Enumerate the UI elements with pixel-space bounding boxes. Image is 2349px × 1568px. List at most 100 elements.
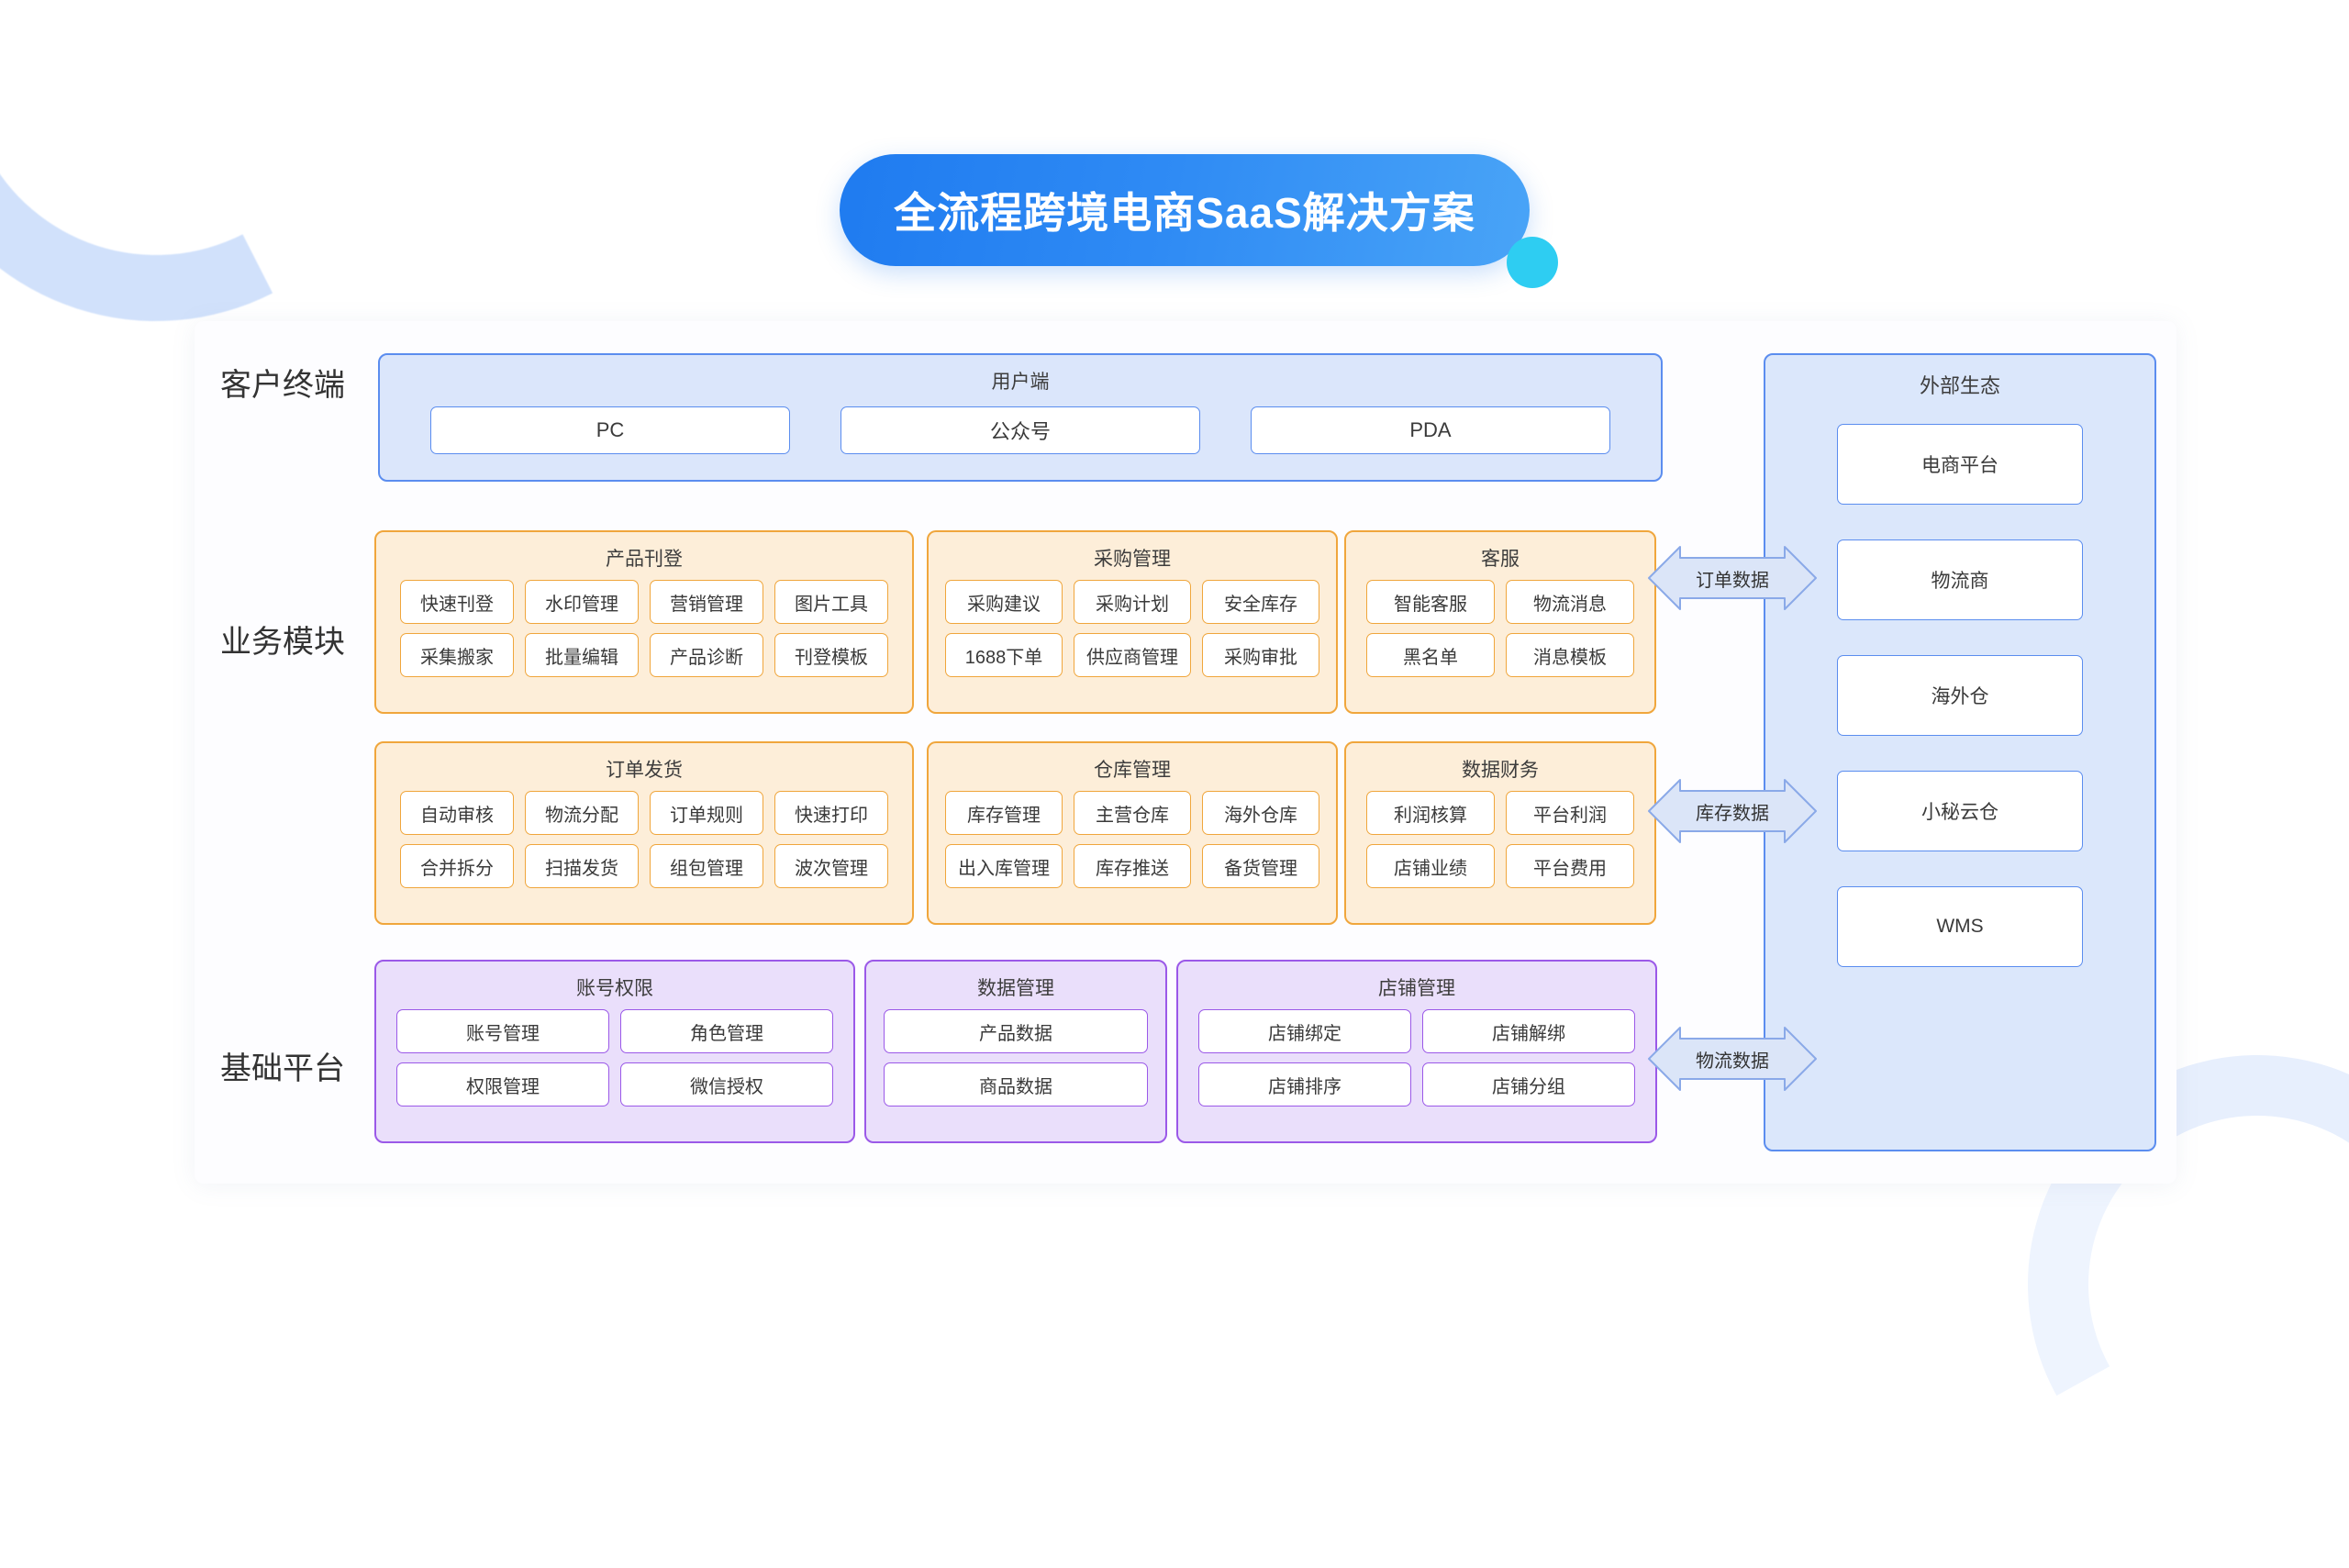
- panel-title-account-permissions: 账号权限: [576, 978, 653, 999]
- chip-batch-edit[interactable]: 批量编辑: [525, 633, 639, 677]
- chip-collect-migrate[interactable]: 采集搬家: [400, 633, 514, 677]
- chip-pda[interactable]: PDA: [1251, 406, 1610, 454]
- chip-package-management[interactable]: 组包管理: [650, 844, 763, 888]
- chip-marketing[interactable]: 营销管理: [650, 580, 763, 624]
- panel-title-order-shipping: 订单发货: [606, 760, 683, 781]
- chip-list-order-shipping: 自动审核 物流分配 订单规则 快速打印 合并拆分 扫描发货 组包管理 波次管理: [376, 791, 912, 901]
- page-title: 全流程跨境电商SaaS解决方案: [894, 189, 1475, 237]
- panel-title-purchase-management: 采购管理: [1094, 549, 1171, 570]
- panel-title-data-management: 数据管理: [977, 978, 1054, 999]
- chip-store-sorting[interactable]: 店铺排序: [1198, 1062, 1411, 1106]
- chip-purchase-advice[interactable]: 采购建议: [945, 580, 1063, 624]
- chip-order-rules[interactable]: 订单规则: [650, 791, 763, 835]
- connector-label-logistics-data: 物流数据: [1696, 1051, 1769, 1072]
- row-label-client-terminal: 客户终端: [220, 368, 345, 403]
- chip-list-external-ecosystem: 电商平台 物流商 海外仓 小秘云仓 WMS: [1765, 407, 2154, 967]
- panel-warehouse-management: 仓库管理 库存管理 主营仓库 海外仓库 出入库管理 库存推送 备货管理: [927, 741, 1338, 925]
- panel-client-terminal: 用户端 PC 公众号 PDA: [378, 353, 1663, 482]
- chip-blacklist[interactable]: 黑名单: [1366, 633, 1495, 677]
- chip-list-client-terminal: PC 公众号 PDA: [380, 403, 1661, 467]
- panel-title-warehouse-management: 仓库管理: [1094, 760, 1171, 781]
- chip-purchase-plan[interactable]: 采购计划: [1074, 580, 1191, 624]
- chip-store-performance[interactable]: 店铺业绩: [1366, 844, 1495, 888]
- connector-logistics-data: 物流数据: [1647, 1026, 1818, 1092]
- panel-title-store-management: 店铺管理: [1378, 978, 1455, 999]
- row-label-business-modules: 业务模块: [220, 625, 345, 660]
- chip-inventory-management[interactable]: 库存管理: [945, 791, 1063, 835]
- chip-logistics-allocation[interactable]: 物流分配: [525, 791, 639, 835]
- chip-message-template[interactable]: 消息模板: [1506, 633, 1634, 677]
- chip-stock-preparation[interactable]: 备货管理: [1202, 844, 1319, 888]
- double-arrow-icon: [1648, 546, 1817, 610]
- chip-list-data-finance: 利润核算 平台利润 店铺业绩 平台费用: [1346, 791, 1654, 901]
- panel-external-ecosystem: 外部生态 电商平台 物流商 海外仓 小秘云仓 WMS: [1764, 353, 2156, 1151]
- chip-logistics-provider[interactable]: 物流商: [1837, 539, 2083, 620]
- chip-xiaomi-cloud-warehouse[interactable]: 小秘云仓: [1837, 771, 2083, 851]
- chip-list-warehouse-management: 库存管理 主营仓库 海外仓库 出入库管理 库存推送 备货管理: [929, 791, 1336, 901]
- title-pill: 全流程跨境电商SaaS解决方案: [840, 154, 1530, 266]
- panel-title-client-terminal: 用户端: [991, 372, 1050, 393]
- double-arrow-icon: [1648, 1027, 1817, 1091]
- chip-permission-management[interactable]: 权限管理: [396, 1062, 609, 1106]
- panel-data-finance: 数据财务 利润核算 平台利润 店铺业绩 平台费用: [1344, 741, 1656, 925]
- chip-official-account[interactable]: 公众号: [841, 406, 1200, 454]
- chip-1688-order[interactable]: 1688下单: [945, 633, 1063, 677]
- chip-supplier-management[interactable]: 供应商管理: [1074, 633, 1191, 677]
- chip-platform-fees[interactable]: 平台费用: [1506, 844, 1634, 888]
- panel-purchase-management: 采购管理 采购建议 采购计划 安全库存 1688下单 供应商管理 采购审批: [927, 530, 1338, 714]
- chip-store-unbinding[interactable]: 店铺解绑: [1422, 1009, 1635, 1053]
- chip-auto-review[interactable]: 自动审核: [400, 791, 514, 835]
- chip-pc[interactable]: PC: [430, 406, 790, 454]
- chip-profit-accounting[interactable]: 利润核算: [1366, 791, 1495, 835]
- panel-title-product-listing: 产品刊登: [606, 549, 683, 570]
- chip-list-purchase-management: 采购建议 采购计划 安全库存 1688下单 供应商管理 采购审批: [929, 580, 1336, 690]
- chip-quick-print[interactable]: 快速打印: [774, 791, 888, 835]
- chip-overseas-warehouse-ext[interactable]: 海外仓: [1837, 655, 2083, 736]
- chip-store-grouping[interactable]: 店铺分组: [1422, 1062, 1635, 1106]
- chip-merge-split[interactable]: 合并拆分: [400, 844, 514, 888]
- chip-store-binding[interactable]: 店铺绑定: [1198, 1009, 1411, 1053]
- chip-wms[interactable]: WMS: [1837, 886, 2083, 967]
- panel-customer-service: 客服 智能客服 物流消息 黑名单 消息模板: [1344, 530, 1656, 714]
- panel-title-customer-service: 客服: [1481, 549, 1520, 570]
- chip-scan-shipping[interactable]: 扫描发货: [525, 844, 639, 888]
- double-arrow-icon: [1648, 779, 1817, 843]
- chip-inventory-push[interactable]: 库存推送: [1074, 844, 1191, 888]
- chip-main-warehouse[interactable]: 主营仓库: [1074, 791, 1191, 835]
- chip-inbound-outbound[interactable]: 出入库管理: [945, 844, 1063, 888]
- chip-image-tools[interactable]: 图片工具: [774, 580, 888, 624]
- chip-list-product-listing: 快速刊登 水印管理 营销管理 图片工具 采集搬家 批量编辑 产品诊断 刊登模板: [376, 580, 912, 690]
- chip-overseas-warehouse[interactable]: 海外仓库: [1202, 791, 1319, 835]
- panel-data-management: 数据管理 产品数据 商品数据: [864, 960, 1167, 1143]
- chip-product-data[interactable]: 产品数据: [884, 1009, 1148, 1053]
- decorative-dot-cyan: [1507, 237, 1558, 288]
- chip-smart-service[interactable]: 智能客服: [1366, 580, 1495, 624]
- chip-account-management[interactable]: 账号管理: [396, 1009, 609, 1053]
- panel-title-data-finance: 数据财务: [1462, 760, 1539, 781]
- chip-logistics-message[interactable]: 物流消息: [1506, 580, 1634, 624]
- panel-account-permissions: 账号权限 账号管理 角色管理 权限管理 微信授权: [374, 960, 855, 1143]
- chip-goods-data[interactable]: 商品数据: [884, 1062, 1148, 1106]
- connector-label-order-data: 订单数据: [1696, 570, 1769, 591]
- chip-wechat-auth[interactable]: 微信授权: [620, 1062, 833, 1106]
- row-label-base-platform: 基础平台: [220, 1051, 345, 1086]
- chip-list-store-management: 店铺绑定 店铺解绑 店铺排序 店铺分组: [1178, 1009, 1655, 1119]
- connector-label-inventory-data: 库存数据: [1696, 803, 1769, 824]
- chip-product-diagnosis[interactable]: 产品诊断: [650, 633, 763, 677]
- chip-watermark[interactable]: 水印管理: [525, 580, 639, 624]
- connector-inventory-data: 库存数据: [1647, 778, 1818, 844]
- chip-wave-management[interactable]: 波次管理: [774, 844, 888, 888]
- panel-product-listing: 产品刊登 快速刊登 水印管理 营销管理 图片工具 采集搬家 批量编辑 产品诊断 …: [374, 530, 914, 714]
- chip-list-data-management: 产品数据 商品数据: [866, 1009, 1165, 1119]
- chip-quick-listing[interactable]: 快速刊登: [400, 580, 514, 624]
- chip-platform-profit[interactable]: 平台利润: [1506, 791, 1634, 835]
- chip-safety-stock[interactable]: 安全库存: [1202, 580, 1319, 624]
- chip-listing-template[interactable]: 刊登模板: [774, 633, 888, 677]
- panel-title-external-ecosystem: 外部生态: [1919, 374, 2000, 397]
- connector-order-data: 订单数据: [1647, 545, 1818, 611]
- title-banner: 全流程跨境电商SaaS解决方案: [0, 147, 2349, 359]
- chip-role-management[interactable]: 角色管理: [620, 1009, 833, 1053]
- chip-ecommerce-platform[interactable]: 电商平台: [1837, 424, 2083, 505]
- chip-purchase-approval[interactable]: 采购审批: [1202, 633, 1319, 677]
- chip-list-account-permissions: 账号管理 角色管理 权限管理 微信授权: [376, 1009, 853, 1119]
